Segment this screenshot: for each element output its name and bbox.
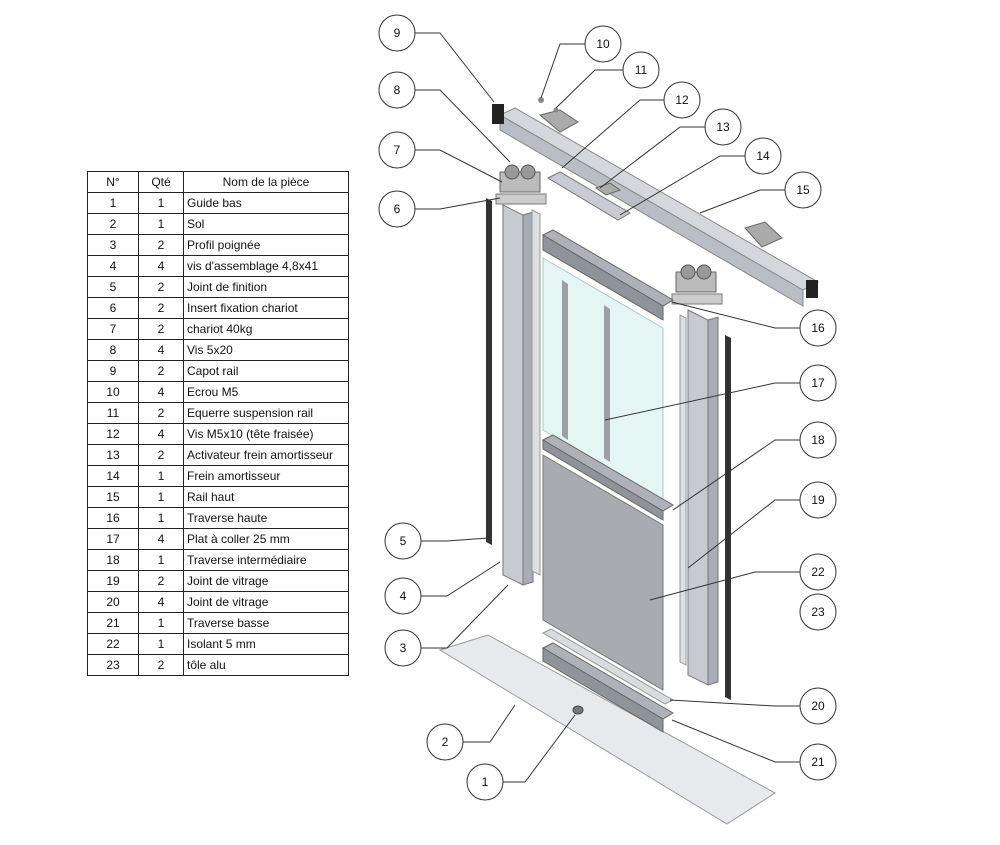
- callout-circle: [784, 171, 822, 209]
- part-name: Traverse intermédiaire: [183, 549, 349, 571]
- rail-cap-left: [492, 104, 504, 124]
- bottom-guide: [572, 705, 584, 715]
- part-name: Vis M5x10 (tête fraisée): [183, 423, 349, 445]
- rail-cap-right: [806, 280, 818, 298]
- callout-number: 2: [442, 735, 449, 749]
- glued-flat-bar: [562, 280, 568, 440]
- floor-plate: [438, 634, 776, 825]
- callout-number: 18: [811, 433, 825, 447]
- callout-circle: [799, 481, 837, 519]
- callout-circle: [799, 421, 837, 459]
- suspension-bracket-left: [538, 109, 579, 133]
- callout-number: 14: [756, 149, 770, 163]
- callout-circle: [584, 25, 622, 63]
- callout-circle: [384, 577, 422, 615]
- callout-number: 4: [400, 589, 407, 603]
- callout-number: 12: [675, 93, 689, 107]
- finishing-seal-left: [486, 198, 492, 545]
- carriage-right: [671, 264, 723, 305]
- callout-circle: [799, 309, 837, 347]
- aluminium-sheet: [542, 454, 664, 691]
- callout-number: 1: [482, 775, 489, 789]
- part-name: Profil poignée: [183, 234, 349, 256]
- callout-number: 21: [811, 755, 825, 769]
- callout-number: 7: [394, 143, 401, 157]
- callout-number: 16: [811, 321, 825, 335]
- part-number: 16: [87, 507, 139, 529]
- part-name: Traverse basse: [183, 612, 349, 634]
- handle-profile-left: [502, 204, 524, 586]
- callout-number: 17: [811, 376, 825, 390]
- callout-number: 11: [635, 63, 648, 77]
- part-name: Rail haut: [183, 486, 349, 508]
- callout-circle: [384, 629, 422, 667]
- callout-circle: [378, 131, 416, 169]
- leader-lines: [414, 32, 800, 783]
- part-name: Joint de vitrage: [183, 570, 349, 592]
- callout-circle: [744, 137, 782, 175]
- callout-circle: [384, 522, 422, 560]
- part-name: Activateur frein amortisseur: [183, 444, 349, 466]
- callout-number: 19: [811, 493, 825, 507]
- part-name: chariot 40kg: [183, 318, 349, 340]
- callout-circle: [466, 763, 504, 801]
- callout-number: 6: [394, 202, 401, 216]
- callout-circle: [799, 743, 837, 781]
- callout-circle: [799, 553, 837, 591]
- callout-number: 10: [596, 37, 610, 51]
- callout-number: 15: [796, 183, 810, 197]
- callout-circle: [378, 71, 416, 109]
- callout-circle: [378, 190, 416, 228]
- callout-circle: [799, 593, 837, 631]
- finishing-seal-right: [725, 335, 731, 700]
- callout-number: 5: [400, 534, 407, 548]
- callout-circles: 9 10 11 8 12 13 7 14 15 6 16 17 18 19 5 22 23 4 3 20 2 21 1: [378, 14, 837, 801]
- callout-circle: [378, 14, 416, 52]
- part-number: 10: [87, 381, 139, 403]
- callout-circle: [799, 364, 837, 402]
- part-name: Traverse haute: [183, 507, 349, 529]
- part-number: 23: [87, 654, 139, 676]
- callout-number: 13: [716, 120, 730, 134]
- callout-number: 20: [811, 699, 825, 713]
- callout-number: 8: [394, 83, 401, 97]
- callout-circle: [622, 51, 660, 89]
- nut-icon: [538, 97, 544, 103]
- callout-circle: [663, 81, 701, 119]
- suspension-bracket-right: [744, 221, 783, 248]
- carriage-left: [495, 164, 547, 205]
- callout-number: 22: [811, 565, 825, 579]
- part-quantity: 2: [138, 654, 184, 676]
- callout-circle: [799, 687, 837, 725]
- callout-circle: [426, 723, 464, 761]
- callout-circle: [704, 108, 742, 146]
- callout-number: 23: [811, 605, 825, 619]
- part-name: Vis 5x20: [183, 339, 349, 361]
- callout-number: 3: [400, 641, 407, 655]
- part-name: Joint de vitrage: [183, 591, 349, 613]
- part-number: 14: [87, 465, 139, 487]
- part-name: tôle alu: [183, 654, 349, 676]
- callout-number: 9: [394, 26, 401, 40]
- damper-brake: [546, 171, 631, 221]
